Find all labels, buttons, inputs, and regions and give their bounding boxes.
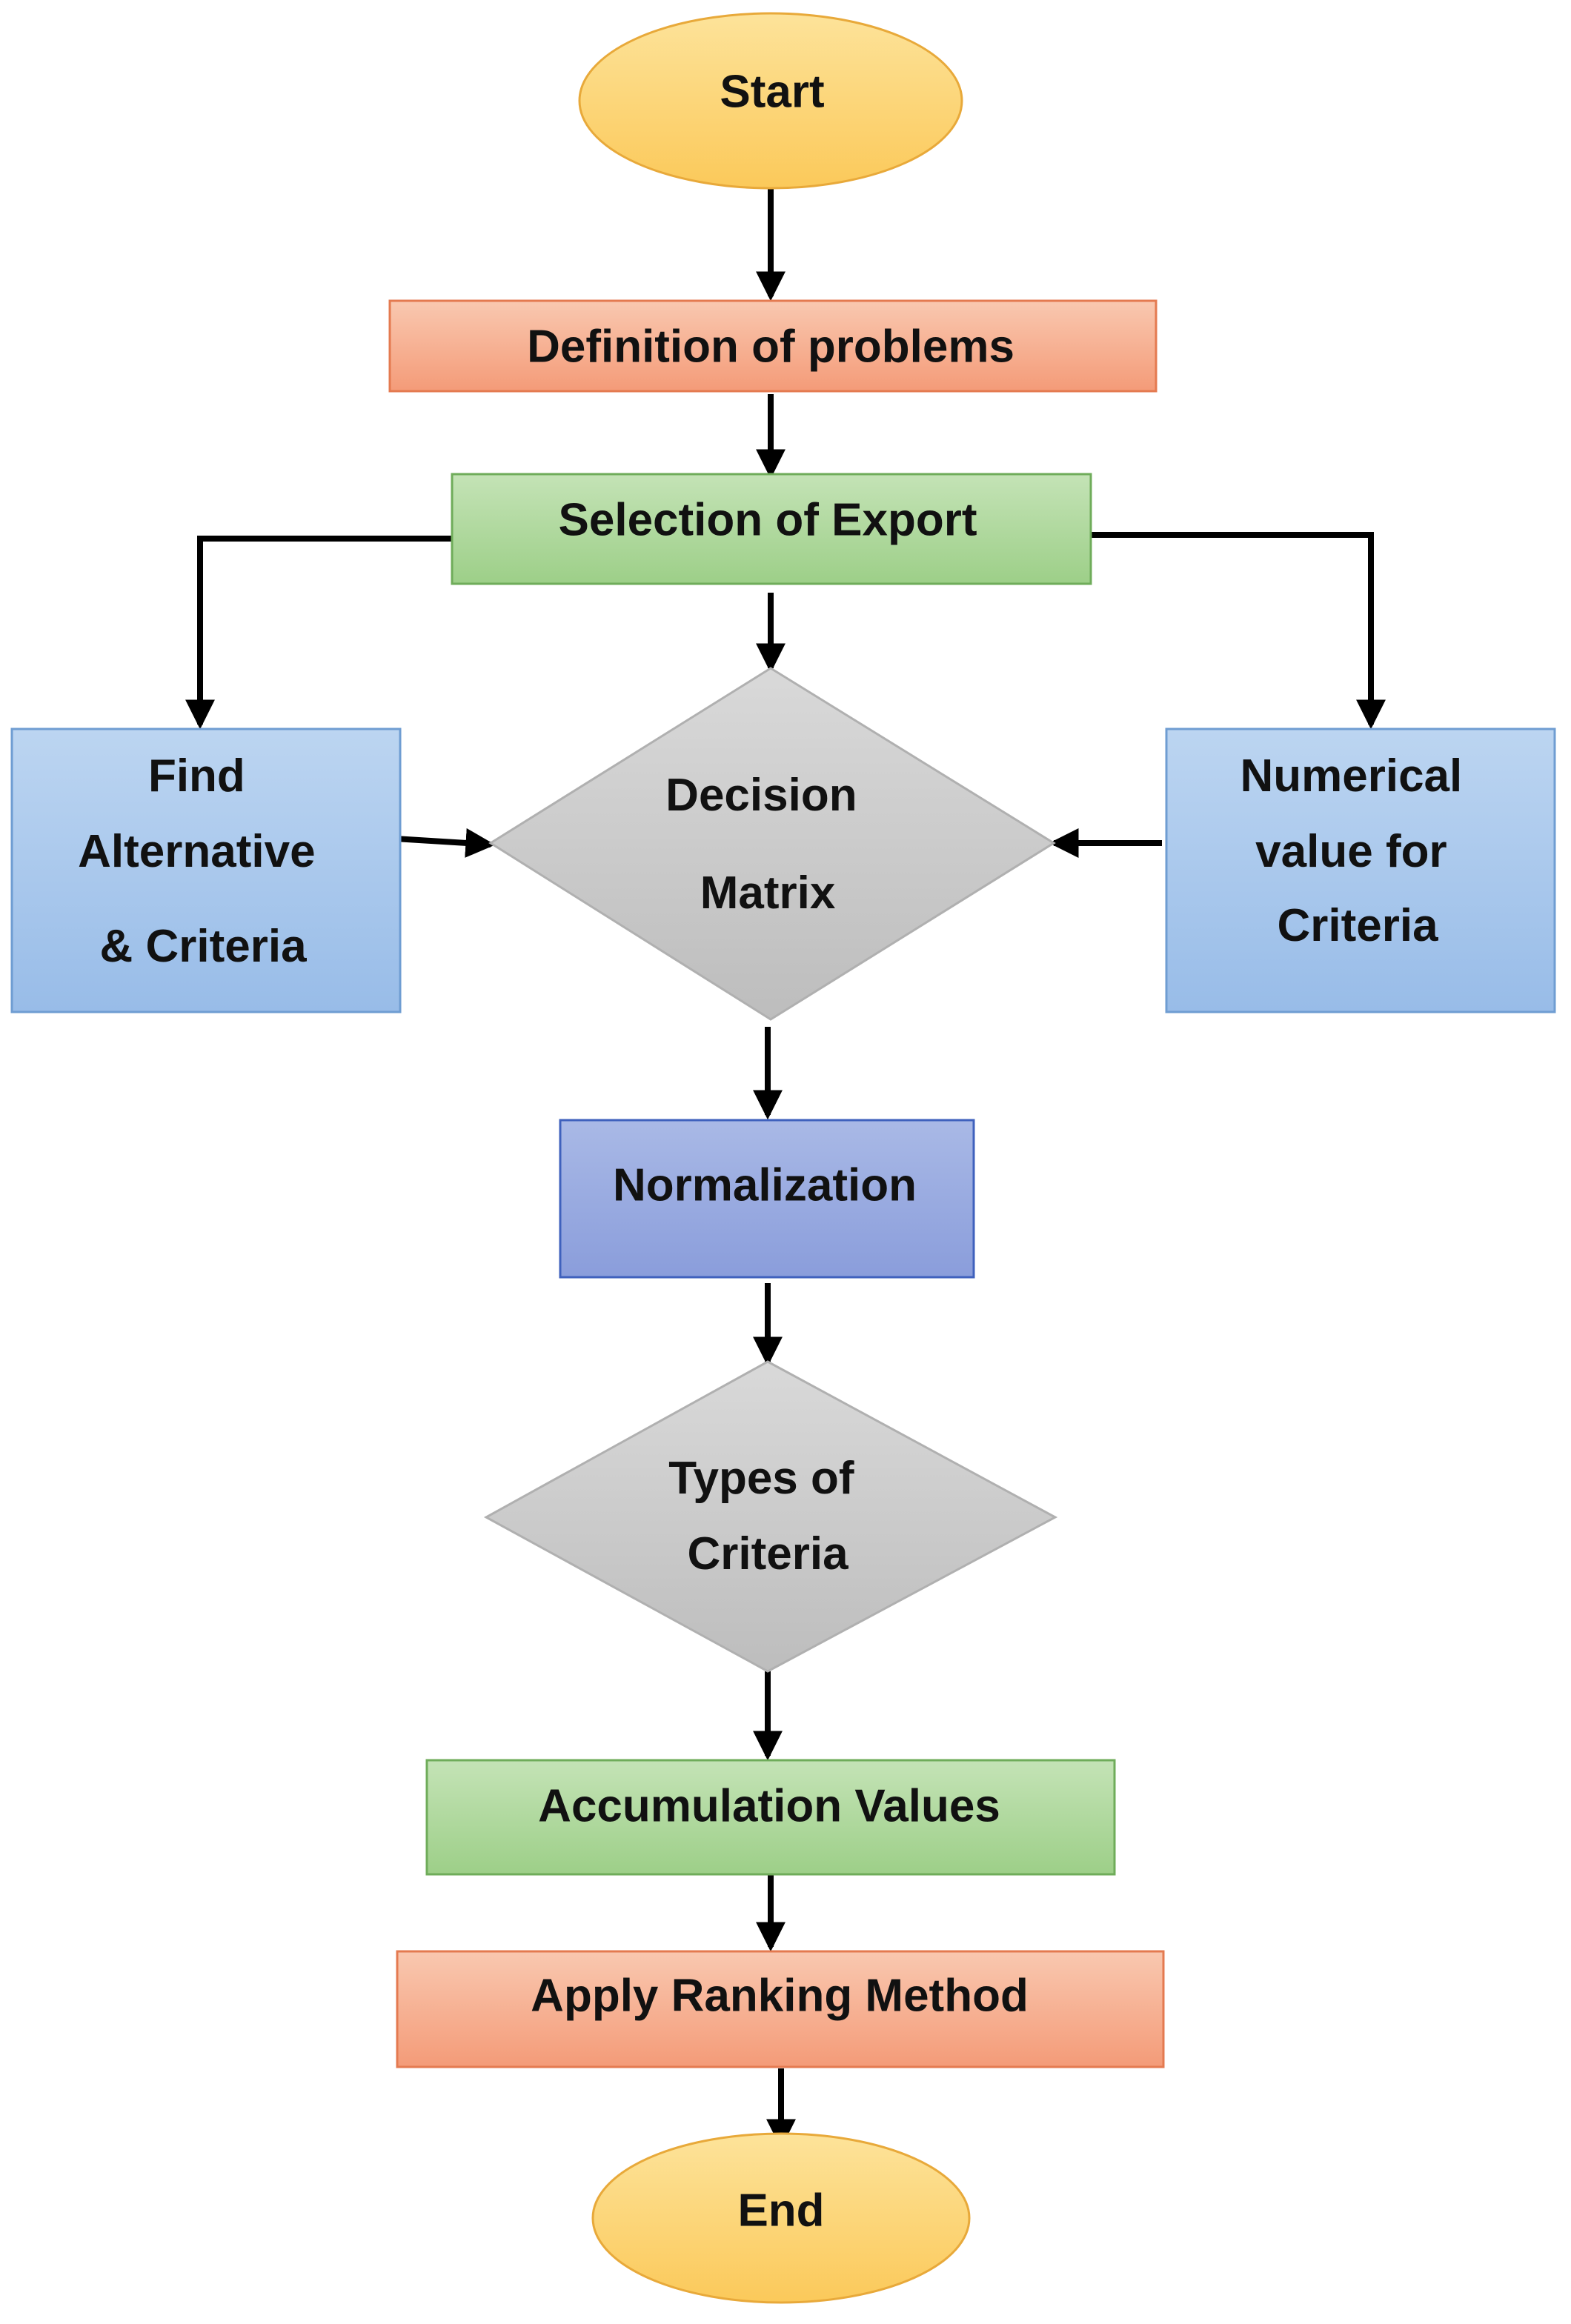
selection-label: Selection of Export [559,495,977,546]
end-label: End [737,2185,824,2237]
start-label: Start [720,67,824,118]
numerical-label-line-1: Numerical [1240,750,1462,802]
find-node: Find Alternative & Criteria [10,728,402,1013]
numerical-label-line-3: Criteria [1277,900,1438,951]
find-label-line-1: Find [148,750,245,802]
edges [185,188,1386,2149]
accumulation-label: Accumulation Values [538,1781,1000,1832]
selection-node: Selection of Export [451,473,1092,585]
decision-node: Decision Matrix [488,667,1056,1021]
types-label-line-2: Criteria [687,1528,848,1579]
ranking-node: Apply Ranking Method [396,1950,1165,2068]
find-label-line-3: & Criteria [99,921,307,972]
decision-label-line-1: Decision [665,770,857,821]
numerical-label-line-2: value for [1255,826,1447,877]
end-node: End [591,2132,971,2304]
numerical-label: Numerical value for Criteria [1240,750,1475,951]
decision-label-line-2: Matrix [700,868,836,919]
find-label-line-2: Alternative [78,826,315,877]
numerical-node: Numerical value for Criteria [1165,728,1556,1013]
types-label: Types of Criteria [668,1453,867,1579]
edge-find-to-decision [394,828,496,858]
normalization-label: Normalization [613,1160,917,1211]
find-label: Find Alternative & Criteria [78,750,328,972]
accumulation-node: Accumulation Values [425,1759,1116,1876]
edge-selection-to-find [185,536,452,730]
ranking-label: Apply Ranking Method [531,1971,1029,2022]
edge-selection-to-numerical [1091,532,1386,730]
normalization-node: Normalization [559,1119,975,1279]
decision-label: Decision Matrix [665,770,870,919]
definition-label: Definition of problems [527,322,1014,373]
start-node: Start [578,12,963,190]
types-node: Types of Criteria [483,1360,1058,1673]
types-label-line-1: Types of [668,1453,854,1504]
definition-node: Definition of problems [388,299,1158,393]
